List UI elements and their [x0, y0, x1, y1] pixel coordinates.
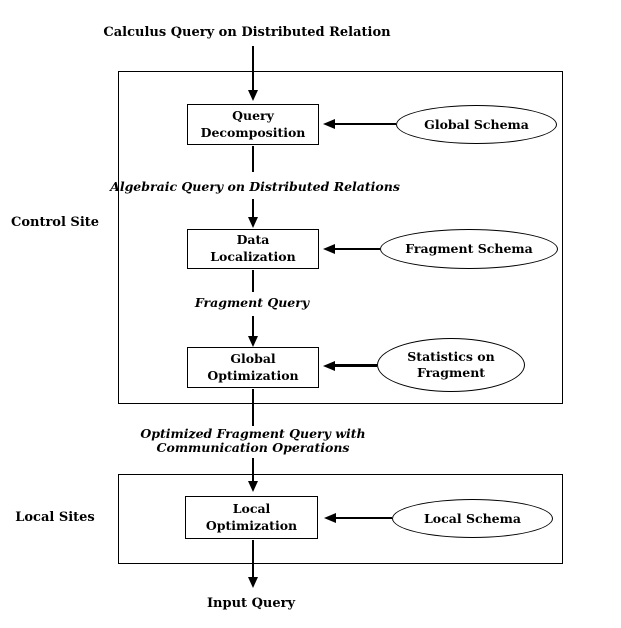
arrow-line-statistics [334, 364, 377, 367]
label-optimized-line2: Communication Operations [156, 440, 350, 455]
label-fragment-query: Fragment Query [194, 295, 310, 310]
label-algebraic-query: Algebraic Query on Distributed Relations [110, 179, 400, 194]
ellipse-local-schema: Local Schema [392, 499, 553, 538]
label-control-site: Control Site [10, 215, 100, 230]
arrowhead-left-icon [323, 119, 335, 129]
label-calculus-query: Calculus Query on Distributed Relation [103, 25, 391, 40]
arrow-line-local-schema [335, 517, 392, 519]
arrow-line-title-to-decomposition [252, 46, 254, 92]
arrowhead-down-icon [248, 481, 258, 492]
ellipse-statistics-line2: Fragment [416, 365, 486, 380]
arrowhead-left-icon [323, 244, 335, 254]
box-query-decomposition: Query Decomposition [187, 104, 319, 145]
box-query-decomposition-line2: Decomposition [200, 124, 306, 140]
box-data-localization: Data Localization [187, 229, 319, 269]
ellipse-fragment-schema-label: Fragment Schema [405, 241, 533, 257]
arrowhead-down-icon [248, 90, 258, 101]
label-optimized-line1: Optimized Fragment Query with [140, 426, 366, 441]
label-optimized-fragment-query: Optimized Fragment Query with Communicat… [118, 427, 388, 455]
local-sites-box [118, 474, 563, 564]
arrow-line-fragment-schema [334, 248, 380, 250]
arrow-line-decomposition-down [252, 146, 254, 172]
arrow-line-to-localization [252, 199, 254, 218]
arrow-line-local-optimization-down [252, 540, 254, 578]
arrowhead-left-icon [323, 361, 335, 371]
arrowhead-down-icon [248, 336, 258, 347]
ellipse-statistics-on-fragment: Statistics on Fragment [377, 338, 525, 392]
box-local-optimization-line2: Optimization [205, 517, 298, 533]
ellipse-statistics-line1: Statistics on [407, 349, 495, 365]
arrow-line-global-optimization-down [252, 389, 254, 426]
label-local-sites: Local Sites [15, 510, 95, 525]
arrow-line-global-schema [334, 123, 396, 125]
box-query-decomposition-line1: Query [232, 107, 274, 123]
ellipse-fragment-schema: Fragment Schema [380, 229, 558, 269]
box-data-localization-line1: Data [236, 232, 270, 248]
box-global-optimization-line1: Global [230, 350, 276, 366]
box-local-optimization: Local Optimization [185, 496, 318, 539]
box-data-localization-line2: Localization [210, 249, 296, 264]
arrow-line-localization-down [252, 270, 254, 292]
control-site-box [118, 71, 563, 404]
ellipse-global-schema: Global Schema [396, 105, 557, 144]
label-input-query: Input Query [206, 596, 296, 611]
box-local-optimization-line1: Local [232, 500, 271, 516]
ellipse-local-schema-label: Local Schema [424, 510, 521, 526]
arrowhead-down-icon [248, 577, 258, 588]
arrow-line-to-global-optimization [252, 316, 254, 337]
box-global-optimization-line2: Optimization [207, 367, 299, 383]
ellipse-global-schema-label: Global Schema [424, 116, 529, 132]
arrowhead-down-icon [248, 217, 258, 228]
arrowhead-left-icon [324, 513, 336, 523]
arrow-line-to-local-optimization [252, 458, 254, 482]
box-global-optimization: Global Optimization [187, 347, 319, 388]
